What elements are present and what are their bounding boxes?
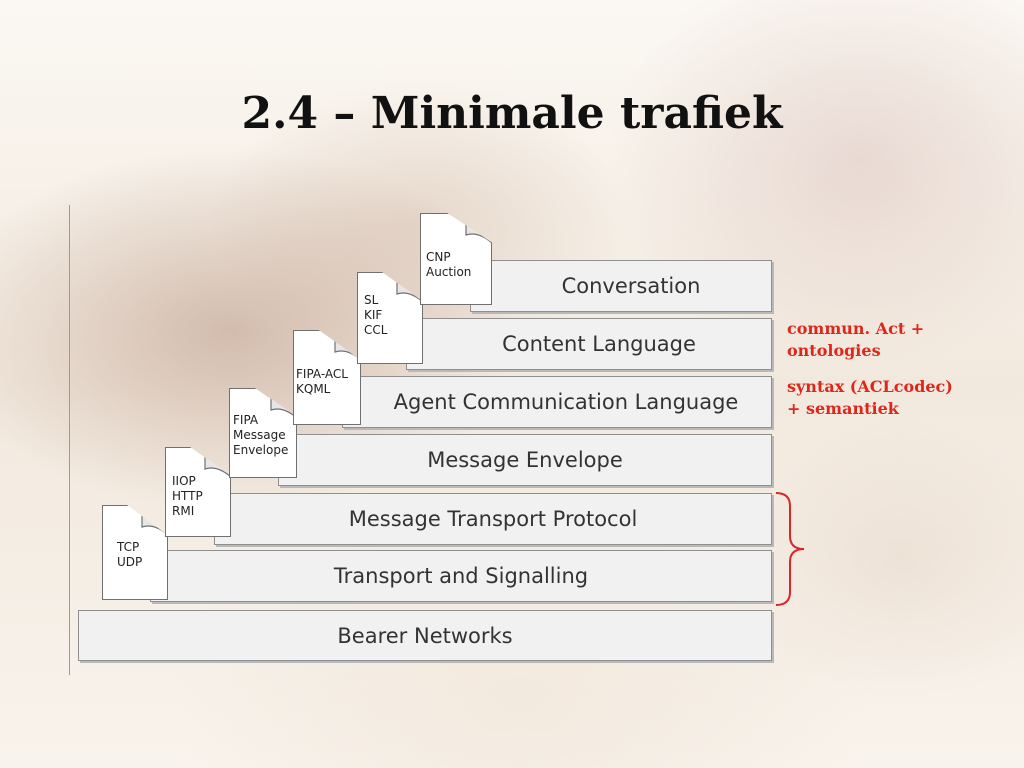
- doc-line: TCP: [117, 540, 140, 554]
- doc-line: FIPA: [233, 413, 259, 427]
- doc-line: RMI: [172, 504, 195, 518]
- layer-label: Message Envelope: [427, 448, 623, 472]
- page-fold-icon: [141, 506, 167, 535]
- page-fold-icon: [465, 214, 491, 243]
- doc-line: CNP: [426, 250, 451, 264]
- layer-label: Transport and Signalling: [333, 564, 589, 588]
- note-commun-act: commun. Act + ontologies: [787, 318, 924, 362]
- note-line: ontologies: [787, 341, 881, 360]
- layer-message-transport-protocol: Message Transport Protocol: [214, 493, 772, 545]
- page-fold-icon: [396, 273, 422, 302]
- doc-line: SL: [364, 293, 379, 307]
- layer-label: Bearer Networks: [337, 623, 513, 648]
- doc-line: FIPA-ACL: [296, 367, 348, 381]
- slide-title: 2.4 – Minimale trafiek: [241, 88, 783, 139]
- layer-message-envelope: Message Envelope: [278, 434, 772, 486]
- note-line: + semantiek: [787, 399, 899, 418]
- doc-line: Auction: [426, 265, 472, 279]
- doc-line: IIOP: [172, 474, 196, 488]
- note-line: syntax (ACLcodec): [787, 377, 953, 396]
- layer-label: Conversation: [561, 274, 701, 298]
- doc-line: UDP: [117, 555, 143, 569]
- layer-label: Agent Communication Language: [393, 390, 739, 414]
- note-syntax-semantiek: syntax (ACLcodec) + semantiek: [787, 376, 953, 420]
- layer-label: Content Language: [502, 332, 696, 356]
- layer-agent-communication-language: Agent Communication Language: [342, 376, 772, 428]
- layer-label: Message Transport Protocol: [348, 507, 638, 531]
- page-fold-icon: [270, 389, 296, 418]
- doc-iiop-http-rmi: IIOP HTTP RMI: [165, 447, 231, 537]
- note-line: commun. Act +: [787, 319, 925, 338]
- doc-fipa-message-envelope: FIPA Message Envelope: [229, 388, 297, 478]
- layer-bearer-networks: Bearer Networks: [78, 610, 772, 661]
- layer-content-language: Content Language: [406, 318, 772, 370]
- curly-brace-icon: [775, 492, 805, 606]
- doc-line: Envelope: [233, 443, 289, 457]
- doc-line: Message: [233, 428, 286, 442]
- doc-fipa-acl-kqml: FIPA-ACL KQML: [293, 330, 361, 425]
- doc-line: KIF: [364, 308, 383, 322]
- page-fold-icon: [334, 331, 360, 360]
- doc-line: HTTP: [172, 489, 203, 503]
- layer-transport-and-signalling: Transport and Signalling: [150, 550, 772, 602]
- page-fold-icon: [204, 448, 230, 477]
- doc-cnp-auction: CNP Auction: [420, 213, 492, 305]
- doc-sl-kif-ccl: SL KIF CCL: [357, 272, 423, 364]
- layer-conversation: Conversation: [470, 260, 772, 312]
- doc-line: CCL: [364, 323, 388, 337]
- doc-line: KQML: [296, 382, 331, 396]
- left-divider-line: [69, 205, 70, 675]
- doc-tcp-udp: TCP UDP: [102, 505, 168, 600]
